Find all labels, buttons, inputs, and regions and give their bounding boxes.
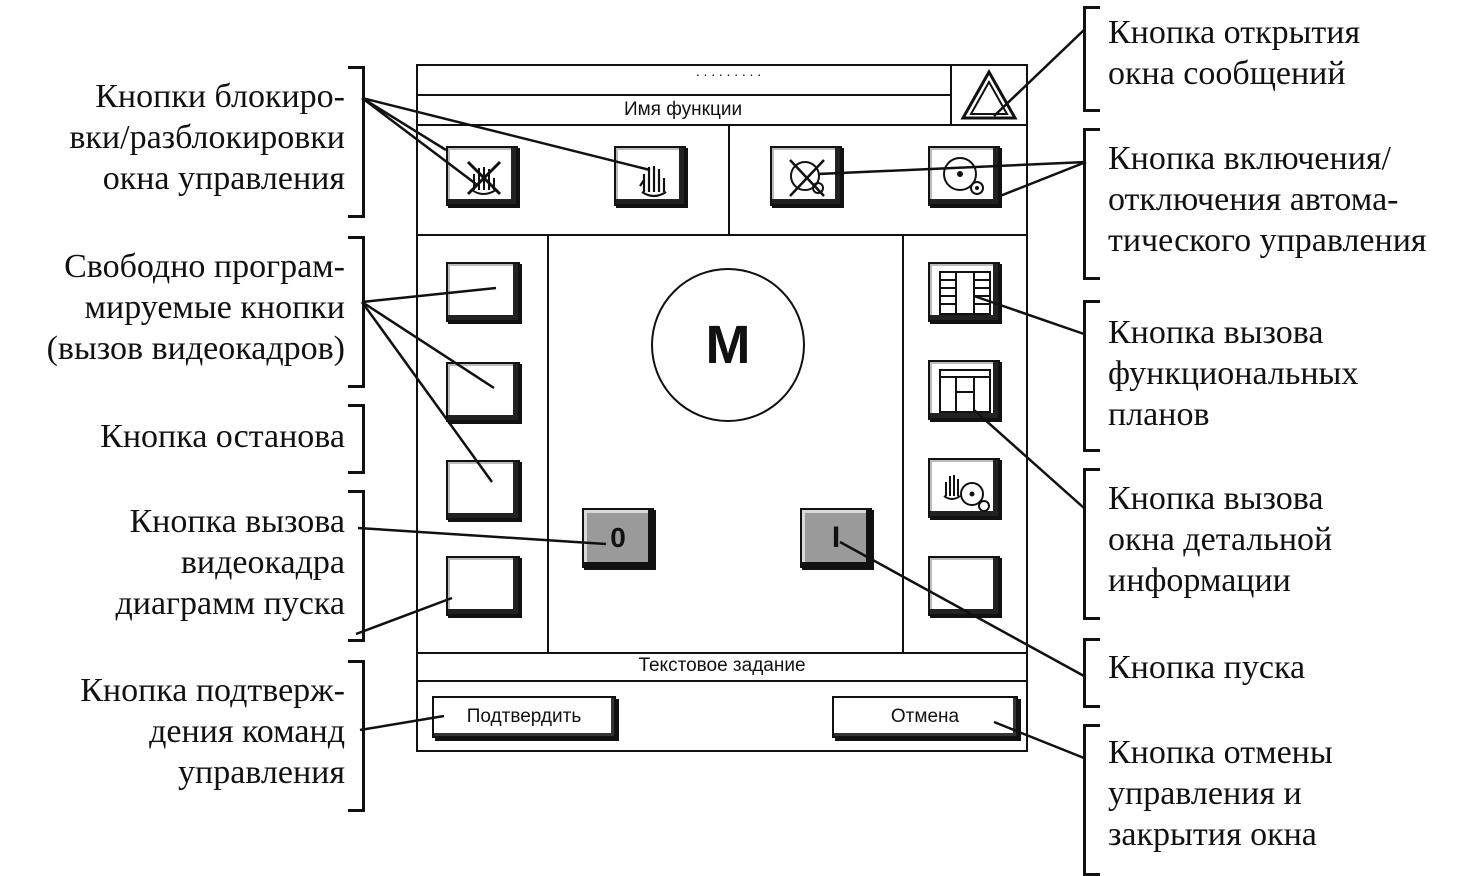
text-task-bottom bbox=[416, 680, 1028, 682]
label-cancel-button: Кнопка отмены управления и закрытия окна bbox=[1108, 734, 1333, 853]
lock-button[interactable] bbox=[446, 146, 518, 206]
text-task: Текстовое задание bbox=[638, 655, 806, 676]
label-stop-button: Кнопка останова bbox=[100, 418, 345, 455]
title-bar-bottom bbox=[416, 94, 950, 96]
detail-window-icon bbox=[939, 369, 991, 413]
start-button[interactable]: I bbox=[800, 508, 872, 568]
label-start-button: Кнопка пуска bbox=[1108, 649, 1306, 686]
left-column-divider bbox=[547, 234, 549, 652]
stop-button[interactable]: 0 bbox=[582, 508, 654, 568]
label-free-buttons: Свободно програм- мируемые кнопки (вызов… bbox=[46, 248, 345, 367]
label-auto-button: Кнопка включения/ отключения автома- тич… bbox=[1108, 140, 1427, 259]
programmable-button-1[interactable] bbox=[446, 262, 520, 322]
text-task-top bbox=[416, 652, 1028, 654]
unlock-button[interactable] bbox=[614, 146, 686, 206]
auto-off-button[interactable] bbox=[770, 146, 842, 206]
label-lock-buttons: Кнопки блокиро- вки/разблокировки окна у… bbox=[69, 78, 345, 197]
label-confirm-button: Кнопка подтверж- дения команд управления bbox=[80, 672, 345, 791]
hand-icon bbox=[639, 166, 667, 198]
warning-triangle-icon bbox=[960, 68, 1018, 120]
manual-auto-button[interactable] bbox=[928, 458, 1000, 518]
function-name: Имя функции bbox=[623, 99, 743, 120]
header-divider bbox=[950, 64, 952, 126]
bracket-free-buttons bbox=[348, 236, 365, 388]
top-row-bottom bbox=[416, 234, 1028, 236]
right-column-divider bbox=[902, 234, 904, 652]
bracket-cancel-button bbox=[1083, 724, 1100, 876]
messages-button[interactable] bbox=[957, 68, 1021, 122]
header-bottom bbox=[416, 124, 1028, 126]
programmable-button-3[interactable] bbox=[446, 460, 520, 520]
startup-diagram-button[interactable] bbox=[446, 556, 520, 616]
bracket-auto-button bbox=[1083, 128, 1100, 280]
functional-plan-icon bbox=[939, 271, 991, 315]
label-startup-diagram: Кнопка вызова видеокадра диаграмм пуска bbox=[115, 503, 345, 622]
crossed-hand-icon bbox=[466, 160, 502, 196]
gear-icon bbox=[943, 157, 984, 195]
stop-button-label: 0 bbox=[610, 522, 626, 553]
detail-info-button[interactable] bbox=[928, 360, 1000, 420]
bracket-messages-button bbox=[1083, 6, 1100, 112]
start-button-label: I bbox=[831, 521, 841, 554]
bracket-lock-buttons bbox=[348, 66, 365, 218]
label-functional-plans: Кнопка вызова функциональных планов bbox=[1108, 314, 1359, 433]
bracket-confirm-button bbox=[348, 660, 365, 812]
crossed-gear-icon bbox=[789, 159, 825, 197]
cancel-button[interactable]: Отмена bbox=[832, 696, 1018, 738]
top-row-divider bbox=[728, 124, 730, 234]
title-dots: ········· bbox=[695, 66, 765, 82]
auto-on-button[interactable] bbox=[928, 146, 1000, 206]
confirm-button[interactable]: Подтвердить bbox=[432, 696, 616, 738]
functional-plans-button[interactable] bbox=[928, 262, 1000, 322]
hand-gear-icon bbox=[943, 475, 990, 512]
motor-symbol: M bbox=[651, 268, 805, 422]
label-messages-button: Кнопка открытия окна сообщений bbox=[1108, 14, 1361, 92]
label-detail-info: Кнопка вызова окна детальной информации bbox=[1108, 480, 1333, 599]
bracket-detail-info bbox=[1083, 468, 1100, 620]
empty-right-button[interactable] bbox=[928, 556, 1000, 616]
bracket-functional-plans bbox=[1083, 300, 1100, 452]
bracket-start-button bbox=[1083, 638, 1100, 708]
programmable-button-2[interactable] bbox=[446, 362, 520, 422]
bracket-startup-diagram bbox=[348, 490, 365, 642]
bracket-stop-button bbox=[348, 404, 365, 474]
